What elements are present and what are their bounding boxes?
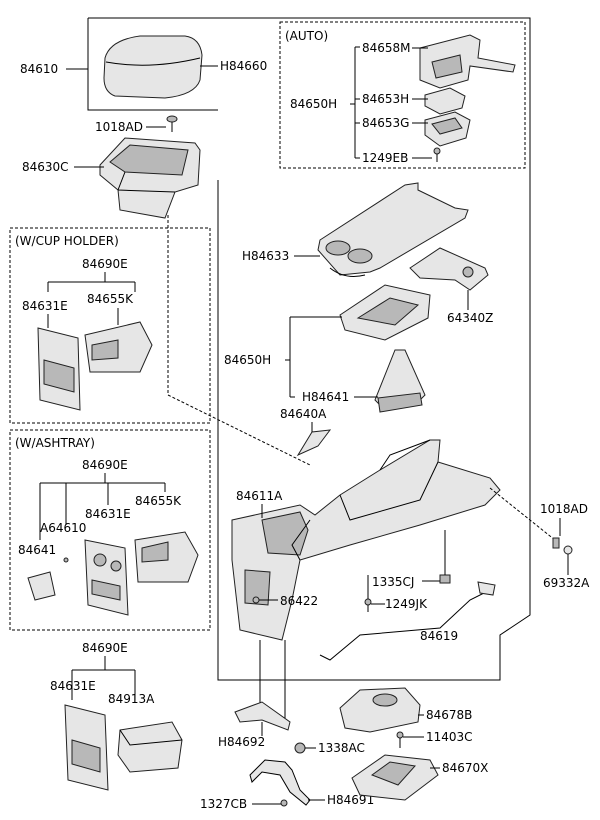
label-84655k-cup: 84655K <box>87 292 134 306</box>
shift-boot <box>374 349 426 413</box>
clip-a64610 <box>63 557 69 563</box>
auto-group-label: (AUTO) <box>285 29 328 43</box>
shift-bezel <box>339 284 431 341</box>
cup-holder-panel <box>37 327 81 411</box>
screw-1249eb <box>433 147 441 162</box>
label-84630c: 84630C <box>22 160 69 174</box>
cable-84619 <box>319 589 491 661</box>
screw-1018ad-right <box>552 537 573 555</box>
label-84650h-top: 84650H <box>290 97 337 111</box>
label-84619: 84619 <box>420 629 458 643</box>
storage-panel-bottom <box>64 704 109 791</box>
label-84641: 84641 <box>18 543 56 557</box>
label-1018ad-right: 1018AD <box>540 502 588 516</box>
label-84690e-cup: 84690E <box>82 257 128 271</box>
label-a64610: A64610 <box>40 521 86 535</box>
shift-lever-cover <box>339 687 421 733</box>
upper-console-cover <box>317 182 469 277</box>
cable-connector <box>477 581 496 596</box>
label-84913a: 84913A <box>108 692 155 706</box>
label-h84692: H84692 <box>218 735 265 749</box>
clip-86422 <box>252 596 260 604</box>
ashtray-group-label: (W/ASHTRAY) <box>15 436 95 450</box>
cup-holder-bracket <box>409 247 489 291</box>
bracket-h84691 <box>249 759 311 806</box>
label-84631e-ash: 84631E <box>85 507 131 521</box>
label-84610: 84610 <box>20 62 58 76</box>
cup-holder-group-box <box>9 227 211 424</box>
label-84690e-ash: 84690E <box>82 458 128 472</box>
screw-1018ad-top <box>166 115 178 132</box>
label-84653g: 84653G <box>362 116 409 130</box>
assembly-frame <box>87 17 531 681</box>
label-1338ac: 1338AC <box>318 741 365 755</box>
label-84611a: 84611A <box>236 489 283 503</box>
label-84653h: 84653H <box>362 92 409 106</box>
label-1249jk: 1249JK <box>385 597 428 611</box>
ashtray-panel <box>84 539 129 616</box>
label-1327cb: 1327CB <box>200 797 247 811</box>
label-84658m: 84658M <box>362 41 411 55</box>
cup-holder-group-label: (W/CUP HOLDER) <box>15 234 119 248</box>
label-86422: 86422 <box>280 594 318 608</box>
label-69332a: 69332A <box>543 576 590 590</box>
storage-box-guide <box>167 215 311 466</box>
label-64340z: 64340Z <box>447 311 493 325</box>
auto-group-box <box>279 21 526 169</box>
label-h84633: H84633 <box>242 249 289 263</box>
label-84670x: 84670X <box>442 761 488 775</box>
label-1018ad-top: 1018AD <box>95 120 143 134</box>
clip-1335cj <box>439 574 451 584</box>
cup-holder-insert <box>84 321 153 373</box>
main-console <box>231 439 501 641</box>
bolt-1327cb <box>280 799 288 807</box>
label-84650h-mid: 84650H <box>224 353 271 367</box>
nut-1338ac <box>294 742 306 754</box>
label-84655k-ash: 84655K <box>135 494 182 508</box>
shift-lever-assembly <box>351 754 439 801</box>
label-1249eb: 1249EB <box>362 151 408 165</box>
label-h84641: H84641 <box>302 390 349 404</box>
ashtray-insert <box>134 531 199 583</box>
screw-1249jk <box>364 598 372 612</box>
label-84640a: 84640A <box>280 407 327 421</box>
ashtray-cover <box>27 571 56 601</box>
label-84631e-cup: 84631E <box>22 299 68 313</box>
label-h84660: H84660 <box>220 59 267 73</box>
indicator-panel <box>424 87 466 115</box>
label-84678b: 84678B <box>426 708 472 722</box>
ashtray-group-box <box>9 429 211 631</box>
bolt-11403c <box>396 731 404 748</box>
armrest-lid <box>103 35 203 99</box>
shift-plate <box>296 429 332 457</box>
bracket-h84692 <box>234 701 291 731</box>
storage-tray-84913a <box>117 721 183 773</box>
label-h84691: H84691 <box>327 793 374 807</box>
shift-indicator-cover <box>419 34 516 89</box>
indicator-base <box>424 111 471 147</box>
label-84690e-bot: 84690E <box>82 641 128 655</box>
label-1335cj: 1335CJ <box>372 575 414 589</box>
screw-guide-right <box>489 487 556 541</box>
label-84631e-bot: 84631E <box>50 679 96 693</box>
storage-box <box>99 137 201 219</box>
label-11403c: 11403C <box>426 730 473 744</box>
